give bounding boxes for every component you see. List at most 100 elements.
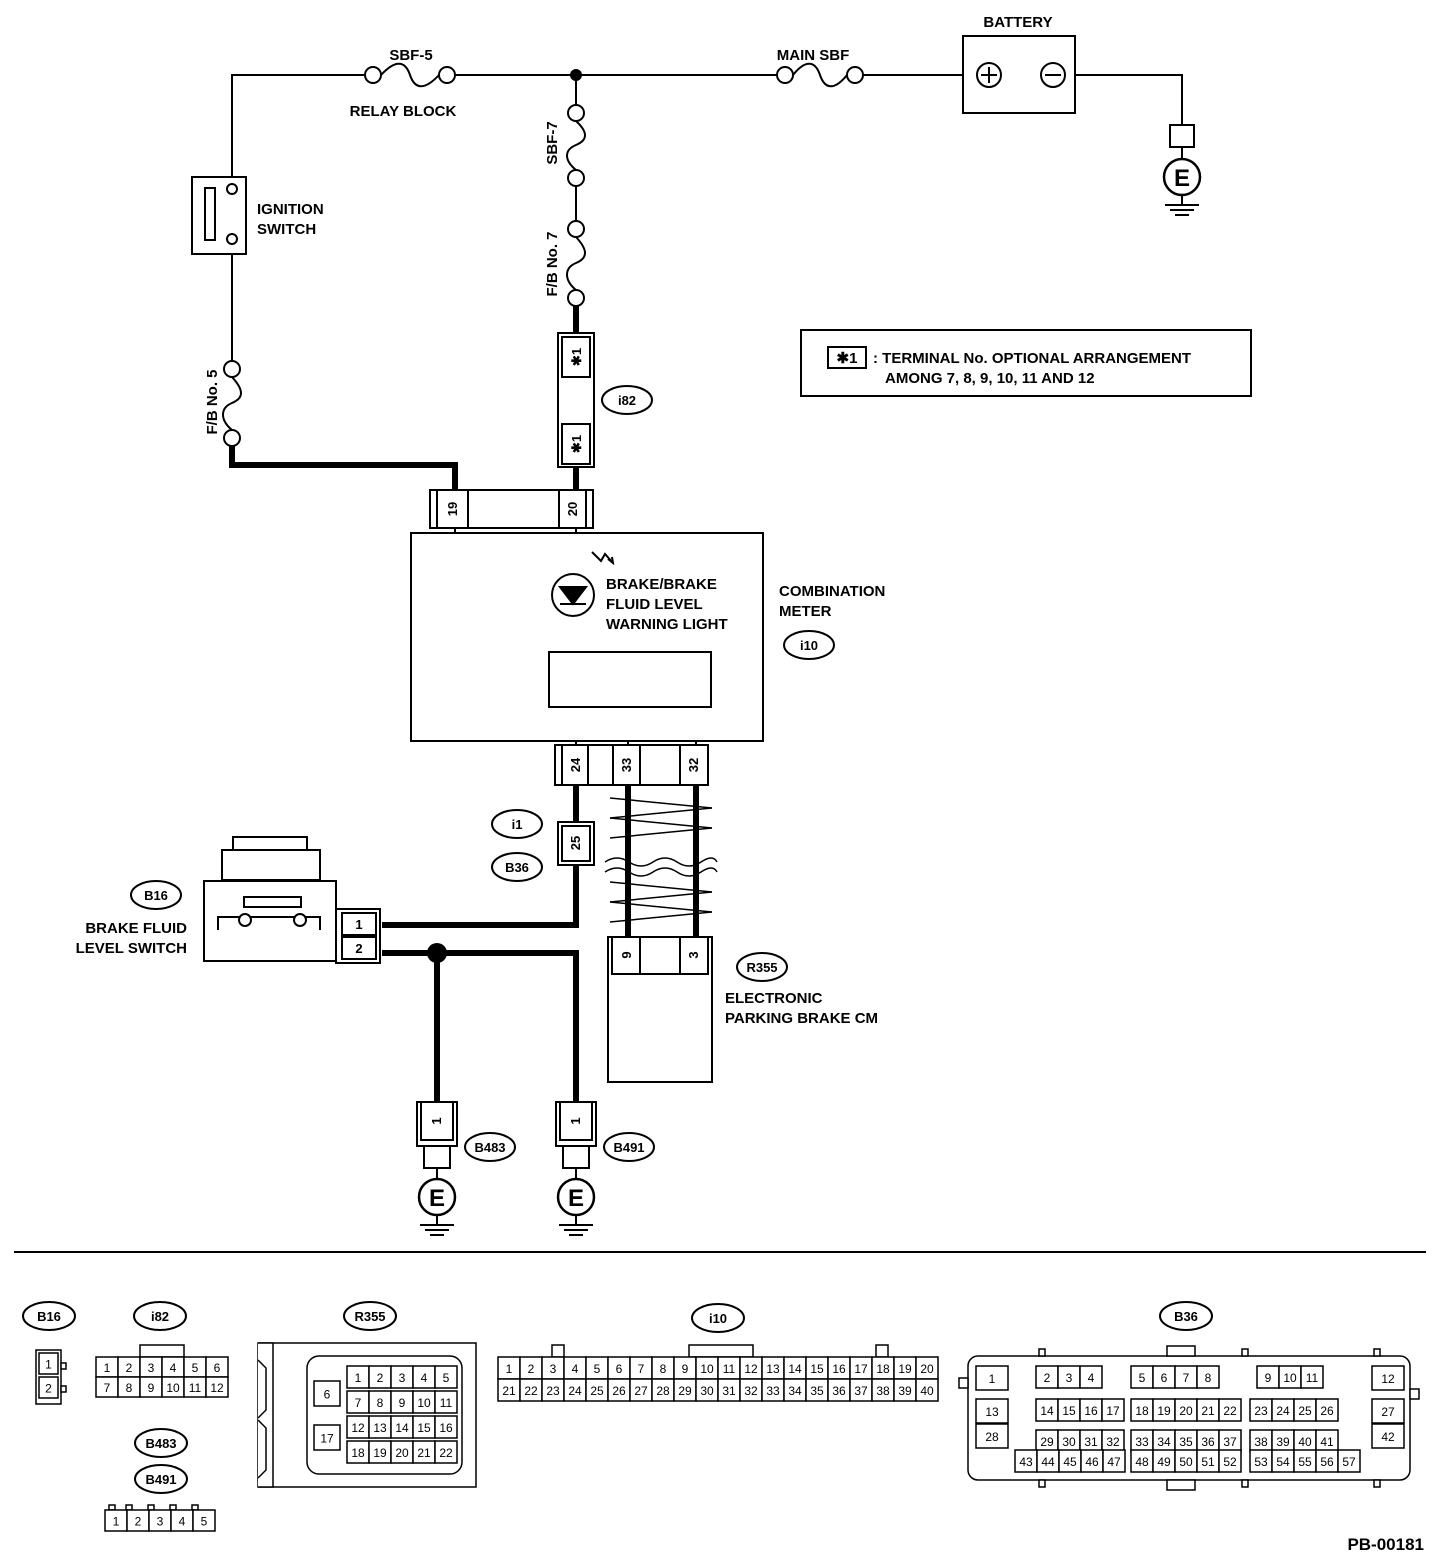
- face-oval-i82: [133, 1301, 187, 1331]
- terminal-number: 25: [1298, 1404, 1312, 1418]
- terminal-number: 9: [1265, 1371, 1272, 1385]
- terminal-number: 16: [832, 1362, 846, 1376]
- terminal-number: 26: [1320, 1404, 1334, 1418]
- terminal-number: 54: [1276, 1455, 1290, 1469]
- terminal-number: 12: [744, 1362, 758, 1376]
- terminal-cell: [975, 1365, 1009, 1391]
- terminal-cell: [1371, 1423, 1405, 1449]
- note-box: [800, 329, 1252, 397]
- face-id-b16: B16: [37, 1309, 61, 1324]
- epb-cm-label-1: ELECTRONIC: [725, 990, 823, 1007]
- sbf7-label: SBF-7: [544, 121, 561, 164]
- terminal-number: 23: [546, 1384, 560, 1398]
- face-oval-r355: [343, 1301, 397, 1331]
- terminal-number: 3: [148, 1361, 155, 1375]
- terminal-number: 38: [1254, 1435, 1268, 1449]
- connector-id-b16: B16: [144, 888, 168, 903]
- oval-i10: [783, 630, 835, 660]
- terminal-number: 8: [126, 1381, 133, 1395]
- terminal-cell: [1101, 1398, 1125, 1422]
- terminal-number: 16: [1084, 1404, 1098, 1418]
- terminal-number: 1: [104, 1361, 111, 1375]
- connector-b36-body: [557, 821, 595, 866]
- combination-meter: [410, 489, 764, 786]
- terminal-number: 19: [373, 1446, 387, 1460]
- terminal-number: 2: [1044, 1371, 1051, 1385]
- terminal-number: 12: [210, 1381, 224, 1395]
- terminal-number: 11: [189, 1381, 202, 1395]
- terminal-number: 6: [214, 1361, 221, 1375]
- junction-dot-ground: [427, 943, 447, 963]
- terminal-number: 9: [682, 1362, 689, 1376]
- terminal-number: 34: [1157, 1435, 1171, 1449]
- terminal-number: 12: [1381, 1372, 1395, 1386]
- pin-b483-1: 1: [429, 1117, 444, 1124]
- terminal-number: 31: [1084, 1435, 1098, 1449]
- terminal-cell: [1337, 1449, 1361, 1473]
- note-symbol: ✱1: [837, 350, 858, 367]
- terminal-number: 48: [1135, 1455, 1149, 1469]
- terminal-cell: [1102, 1449, 1126, 1473]
- terminal-number: 31: [722, 1384, 736, 1398]
- pin-i82-top: ✱1: [569, 348, 584, 366]
- terminal-number: 20: [1179, 1404, 1193, 1418]
- terminal-number: 5: [594, 1362, 601, 1376]
- terminal-number: 17: [854, 1362, 868, 1376]
- ignition-switch-label-1: IGNITION: [257, 201, 324, 218]
- warning-light-rays: [591, 551, 615, 566]
- terminal-number: 4: [179, 1515, 186, 1529]
- terminal-cell: [1218, 1398, 1242, 1422]
- terminal-number: 11: [723, 1362, 736, 1376]
- terminal-number: 46: [1085, 1455, 1099, 1469]
- terminal-number: 21: [502, 1384, 516, 1398]
- terminal-cell: [434, 1415, 458, 1439]
- terminal-number: 19: [898, 1362, 912, 1376]
- terminal-cell: [434, 1440, 458, 1464]
- terminal-number: 33: [1135, 1435, 1149, 1449]
- terminal-cell: [38, 1352, 59, 1375]
- terminal-number: 39: [1276, 1435, 1290, 1449]
- connector-id-b36: B36: [505, 860, 529, 875]
- terminal-number: 7: [355, 1396, 362, 1410]
- fluid-switch-label-2: LEVEL SWITCH: [76, 940, 187, 957]
- terminal-number: 23: [1254, 1404, 1268, 1418]
- pin-meter-20: 20: [565, 502, 580, 516]
- terminal-number: 33: [766, 1384, 780, 1398]
- oval-r355: [736, 952, 788, 982]
- warning-light-label-3: WARNING LIGHT: [606, 616, 728, 633]
- terminal-number: 25: [590, 1384, 604, 1398]
- fuse-sbf5: [364, 62, 456, 88]
- terminal-number: 15: [810, 1362, 824, 1376]
- page-code: PB-00181: [1347, 1535, 1424, 1554]
- fuse-sbf7: [566, 104, 586, 187]
- terminal-number: 4: [572, 1362, 579, 1376]
- connector-id-b491: B491: [613, 1140, 644, 1155]
- terminal-number: 8: [1205, 1371, 1212, 1385]
- oval-i82: [601, 385, 653, 415]
- oval-i1: [491, 809, 543, 839]
- face-id-r355: R355: [354, 1309, 385, 1324]
- terminal-number: 15: [417, 1421, 431, 1435]
- b491-ground-letter: E: [568, 1185, 584, 1212]
- terminal-number: 32: [744, 1384, 758, 1398]
- terminal-cell: [1315, 1398, 1339, 1422]
- relay-block-label: RELAY BLOCK: [350, 103, 457, 120]
- battery-ground: [1162, 124, 1202, 217]
- terminal-number: 1: [506, 1362, 513, 1376]
- terminal-number: 28: [985, 1430, 999, 1444]
- terminal-number: 24: [1276, 1404, 1290, 1418]
- battery: [962, 35, 1076, 114]
- oval-b491: [603, 1132, 655, 1162]
- terminal-number: 41: [1320, 1435, 1334, 1449]
- fb5-label: F/B No. 5: [204, 369, 221, 434]
- pin-r355-9: 9: [619, 951, 634, 958]
- terminal-number: 22: [1223, 1404, 1237, 1418]
- terminal-number: 15: [1062, 1404, 1076, 1418]
- terminal-number: 39: [898, 1384, 912, 1398]
- terminal-number: 18: [1135, 1404, 1149, 1418]
- pin-b491-1: 1: [568, 1117, 583, 1124]
- face-i82-frame: [139, 1344, 185, 1358]
